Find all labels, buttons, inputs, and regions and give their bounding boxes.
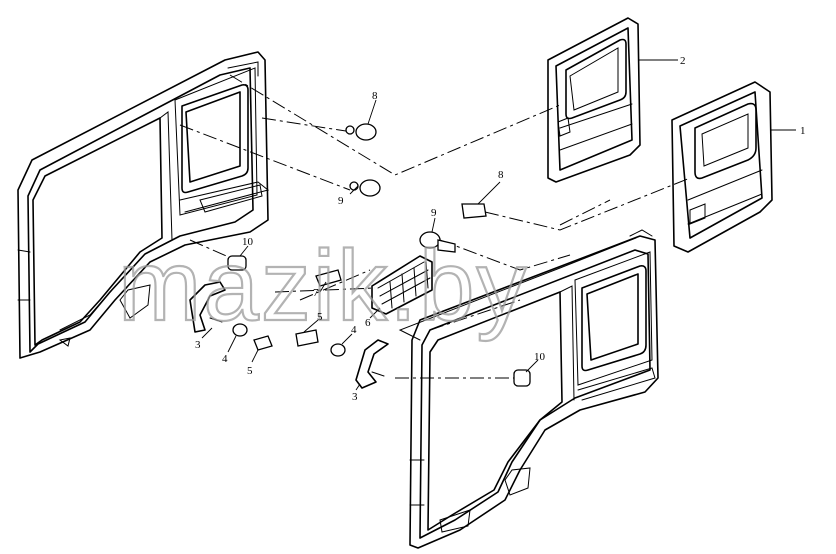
watermark-text: mazik.by [118, 230, 529, 342]
grip-handle-right-part-3 [355, 339, 389, 389]
callout-part-5-left: 5 [247, 365, 253, 377]
callout-part-4-left: 4 [222, 353, 228, 365]
callout-part-8-upper: 8 [372, 90, 378, 102]
storage-net-part-6 [371, 255, 433, 315]
callout-part-3-right: 3 [352, 391, 358, 403]
left-side-frame [17, 51, 270, 359]
callout-part-2: 2 [680, 55, 686, 67]
callout-part-10-left: 10 [242, 236, 254, 248]
callout-part-7: 7 [313, 287, 319, 299]
callout-labels: 2 1 8 9 8 9 10 7 6 3 4 5 5 4 3 10 [195, 55, 806, 403]
callout-part-10-right: 10 [534, 351, 546, 363]
callout-part-8-right: 8 [498, 169, 504, 181]
callout-part-9-right: 9 [431, 207, 437, 219]
leader-lines [201, 59, 796, 391]
callout-part-5-middle: 5 [317, 311, 323, 323]
callout-part-1: 1 [800, 125, 806, 137]
grip-handle-left-part-3 [189, 281, 226, 333]
inner-panel-part-2 [547, 17, 641, 183]
right-side-frame [398, 229, 659, 549]
fasteners [227, 123, 531, 387]
callout-part-4-middle: 4 [351, 324, 357, 336]
callout-part-9-upper: 9 [338, 195, 344, 207]
callout-part-6: 6 [365, 317, 371, 329]
inner-panel-part-1 [671, 81, 773, 253]
callout-part-3-left: 3 [195, 339, 201, 351]
